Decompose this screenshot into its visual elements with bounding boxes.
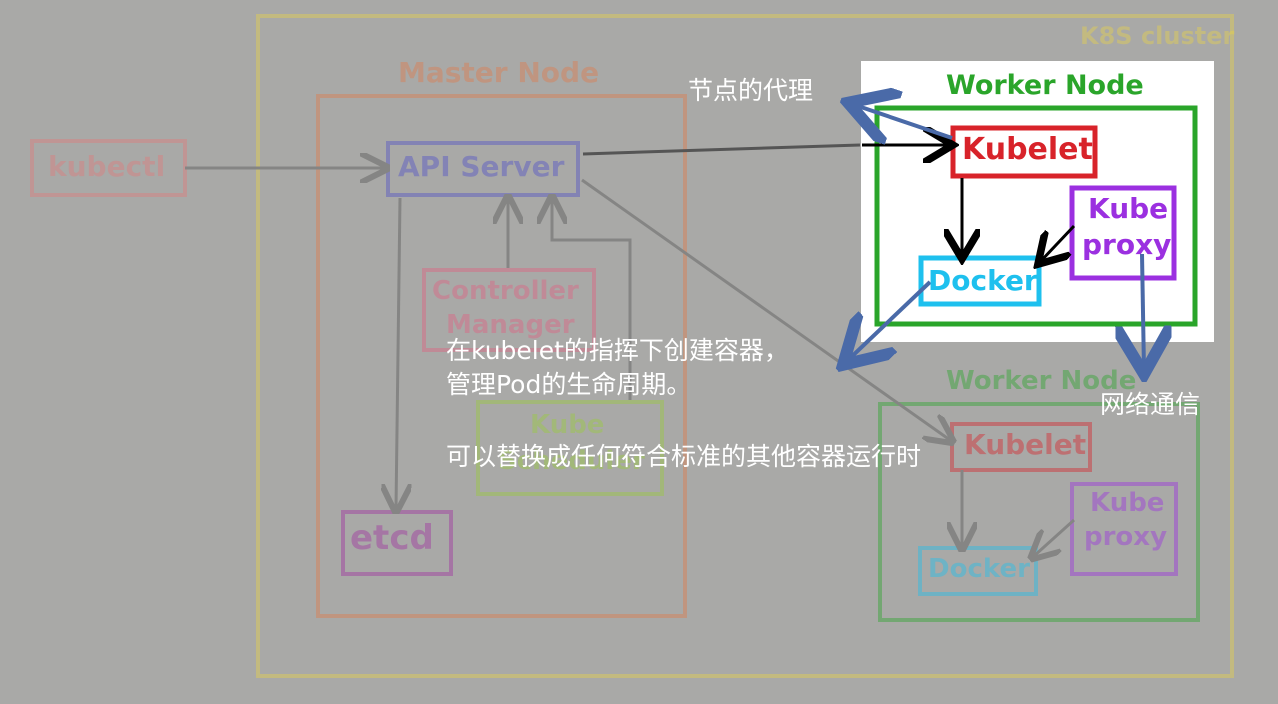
api-to-etcd-arrow — [396, 197, 400, 508]
proxy-to-docker-arrow — [1040, 224, 1076, 262]
kube-label: Kube — [530, 410, 605, 440]
proxy-box — [1069, 185, 1177, 281]
scheduler-to-api-arrow — [552, 200, 632, 400]
docker-box — [918, 255, 1042, 307]
worker-node-faded-box — [878, 402, 1200, 622]
docker-faded-label: Docker — [928, 554, 1030, 584]
api-to-faded-kubelet-arrow — [581, 178, 950, 440]
api-to-kubelet-arrow — [582, 143, 861, 156]
proxy-kube-label: Kube — [1088, 192, 1169, 225]
docker-note-arrow — [846, 280, 932, 362]
k8s-cluster-label: K8S cluster — [1080, 22, 1235, 50]
proxy-annotation: 网络通信 — [1100, 390, 1201, 419]
api-server-label: API Server — [398, 150, 565, 183]
kubelet-note-arrow — [852, 104, 953, 138]
scheduler-label: Scheduler — [498, 446, 645, 476]
controller-manager-box — [422, 268, 596, 352]
kubectl-box — [30, 139, 187, 197]
docker-annotation-line2: 管理Pod的生命周期。 — [446, 370, 692, 399]
worker-node-faded-title: Worker Node — [946, 366, 1137, 396]
worker-node-box — [874, 105, 1198, 327]
docker-annotation-line1: 在kubelet的指挥下创建容器， — [446, 336, 789, 365]
k8s-cluster-box — [256, 14, 1234, 678]
proxy-faded-proxy-label: proxy — [1084, 522, 1168, 552]
proxy-faded-kube-label: Kube — [1090, 488, 1165, 518]
etcd-label: etcd — [350, 518, 434, 558]
worker-node-title: Worker Node — [946, 70, 1144, 101]
kubelet-annotation: 节点的代理 — [688, 76, 814, 105]
faded-proxy-to-docker-arrow — [1034, 518, 1076, 556]
controller-label: Controller — [432, 276, 579, 306]
master-node-title: Master Node — [398, 56, 600, 89]
proxy-faded-box — [1070, 482, 1178, 576]
proxy-note-arrow — [1142, 253, 1144, 370]
master-node-box — [316, 94, 687, 618]
kube-scheduler-box — [476, 400, 664, 496]
docker-faded-box — [918, 546, 1038, 596]
manager-label: Manager — [446, 310, 575, 340]
kubelet-label: Kubelet — [962, 132, 1093, 167]
docker-label: Docker — [928, 264, 1038, 297]
kubelet-faded-label: Kubelet — [964, 428, 1087, 461]
docker-annotation-line3: 可以替换成任何符合标准的其他容器运行时 — [446, 442, 922, 471]
kubectl-label: kubectl — [48, 150, 166, 183]
proxy-proxy-label: proxy — [1082, 228, 1172, 261]
